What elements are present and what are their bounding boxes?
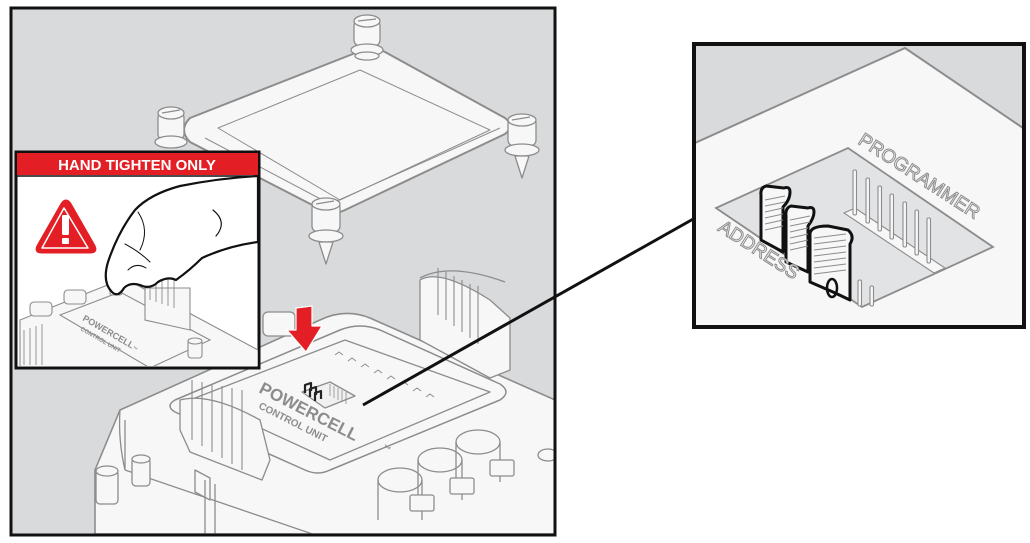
main-panel-frame	[9, 6, 557, 537]
address-jumper-3	[808, 224, 854, 302]
warning-triangle-icon	[35, 199, 97, 254]
address-jumpers	[759, 184, 854, 302]
address-jumper-2	[784, 204, 816, 274]
warning-callout: HAND TIGHTEN ONLY POWERCELL ™ CONTROL UN…	[14, 150, 261, 370]
main-panel: POWERCELL ™ CONTROL UNIT	[9, 6, 557, 537]
callout-title-bar	[17, 153, 258, 175]
cable-glands	[377, 429, 554, 520]
unit-jumper-window	[301, 381, 356, 409]
inset-frame	[692, 42, 1026, 329]
screw-bottom	[308, 197, 344, 265]
connector-left	[179, 380, 271, 534]
programmer-header	[842, 169, 947, 307]
mounting-posts	[95, 454, 151, 505]
callout-product-trademark: ™	[131, 346, 138, 354]
callout-title: HAND TIGHTEN ONLY	[58, 157, 216, 174]
unit-product-trademark: ™	[381, 443, 392, 455]
screw-left	[154, 106, 188, 149]
screw-right	[504, 113, 540, 179]
hand-illustration	[104, 175, 258, 296]
detail-inset: PROGRAMMER ADDRESS	[692, 42, 1026, 329]
install-arrow-icon	[286, 305, 323, 353]
callout-unit-illustration	[19, 276, 258, 366]
callout-leader-line	[362, 216, 696, 407]
address-jumper-1	[759, 184, 792, 254]
connector-right	[419, 268, 511, 379]
programmer-pins	[852, 169, 932, 264]
screw-top	[350, 14, 384, 61]
